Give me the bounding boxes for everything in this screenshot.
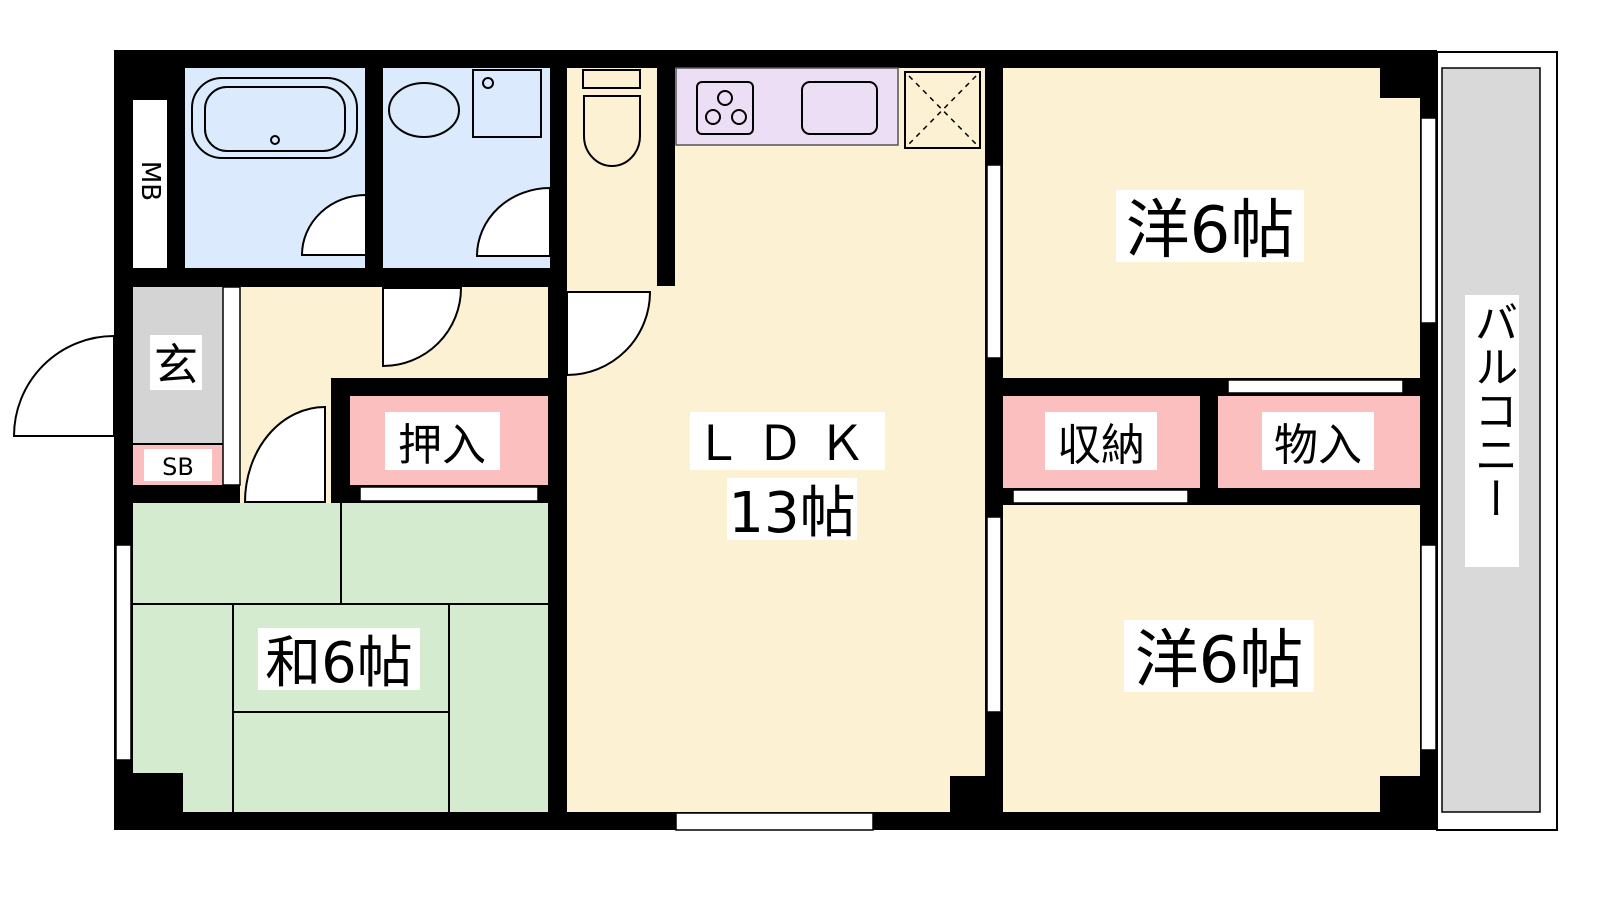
sliding-door	[1227, 379, 1404, 394]
monoire-label: 物入	[1274, 420, 1362, 471]
ldk-west-wall	[548, 287, 567, 812]
kitchen-counter	[675, 67, 899, 146]
burner-icon	[731, 109, 747, 125]
windows	[115, 117, 1437, 831]
ldk-size-label: 13帖	[728, 481, 855, 546]
window	[1420, 544, 1437, 751]
burner-icon	[717, 90, 733, 106]
western-room-top-label: 洋6帖	[1126, 194, 1295, 268]
ldk-label: ＬＤＫ	[694, 416, 880, 472]
meter-box	[133, 68, 167, 268]
stove-icon	[696, 81, 754, 135]
drain-icon	[482, 77, 494, 89]
sb-label: SB	[162, 453, 194, 481]
mb-label: MB	[135, 161, 165, 201]
meter-box-cap	[133, 68, 167, 100]
burner-icon	[705, 109, 721, 125]
window	[115, 544, 132, 761]
step-edge	[222, 286, 241, 486]
window	[675, 812, 874, 831]
washbasin-icon	[388, 82, 460, 138]
corner-post	[1380, 68, 1420, 98]
entrance-door[interactable]	[12, 334, 115, 437]
toilet-bowl-icon	[583, 95, 641, 167]
ldk-door[interactable]	[566, 291, 652, 377]
sliding-door	[1012, 489, 1189, 504]
corner-post	[950, 776, 985, 812]
western-room-bottom-label: 洋6帖	[1135, 624, 1304, 698]
oshiire-label: 押入	[398, 420, 486, 471]
sink-icon	[801, 81, 878, 135]
bathtub-icon	[191, 77, 358, 159]
bath-door[interactable]	[300, 193, 367, 256]
sliding-door	[359, 486, 539, 502]
shuno-label: 収納	[1057, 420, 1145, 471]
bathtub-inner	[204, 86, 346, 152]
japanese-room-label: 和6帖	[265, 631, 413, 696]
drain-icon	[270, 135, 280, 145]
toilet-tank-icon	[582, 69, 641, 89]
corner-post	[1380, 776, 1420, 812]
corner-post	[133, 773, 183, 812]
toilet-wall	[657, 68, 675, 286]
balcony-label: バルコニー	[1467, 300, 1518, 520]
tatami-lines	[133, 503, 548, 812]
washroom-entry-door[interactable]	[382, 287, 463, 368]
doors	[12, 186, 652, 503]
japanese-room-door[interactable]	[243, 405, 326, 503]
window	[986, 164, 1002, 359]
window	[1420, 117, 1437, 324]
washroom-door[interactable]	[475, 186, 551, 257]
genkan-label: 玄	[154, 340, 198, 391]
washer-space	[472, 69, 542, 138]
window	[986, 516, 1002, 713]
